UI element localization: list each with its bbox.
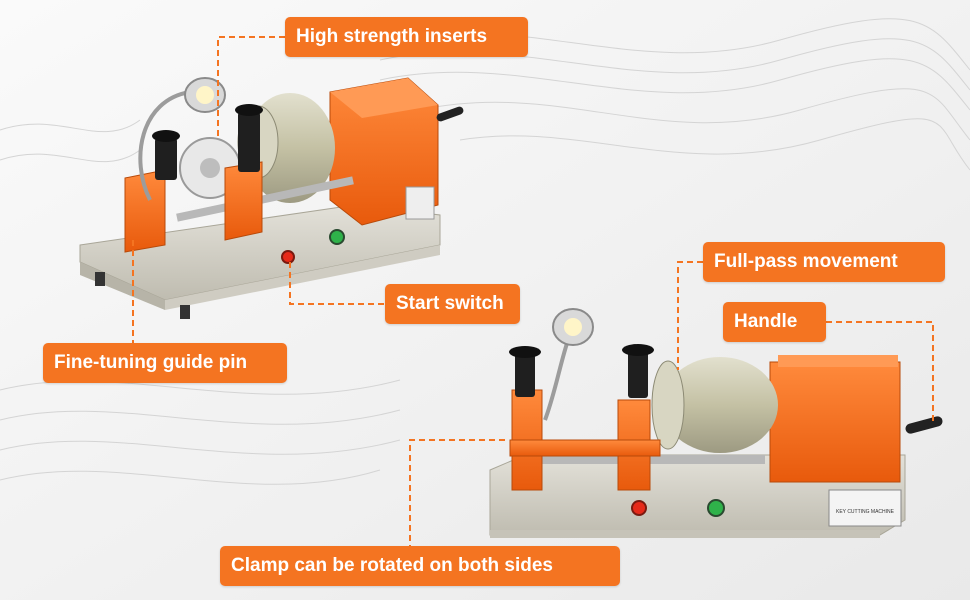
callout-fine-tuning-guide-pin: Fine-tuning guide pin: [43, 343, 287, 383]
callout-clamp-rotation: Clamp can be rotated on both sides: [220, 546, 620, 586]
machine-plate-text: KEY CUTTING MACHINE: [836, 509, 895, 515]
callout-leader-lines: [132, 36, 934, 546]
key-cutting-machine-top: [79, 77, 464, 319]
callout-full-pass-movement: Full-pass movement: [703, 242, 945, 282]
key-cutting-machine-bottom: KEY CUTTING MACHINE: [489, 308, 943, 538]
callout-high-strength-inserts: High strength inserts: [285, 17, 528, 57]
wave-lines: [0, 18, 970, 485]
callout-handle: Handle: [723, 302, 826, 342]
callout-start-switch: Start switch: [385, 284, 520, 324]
